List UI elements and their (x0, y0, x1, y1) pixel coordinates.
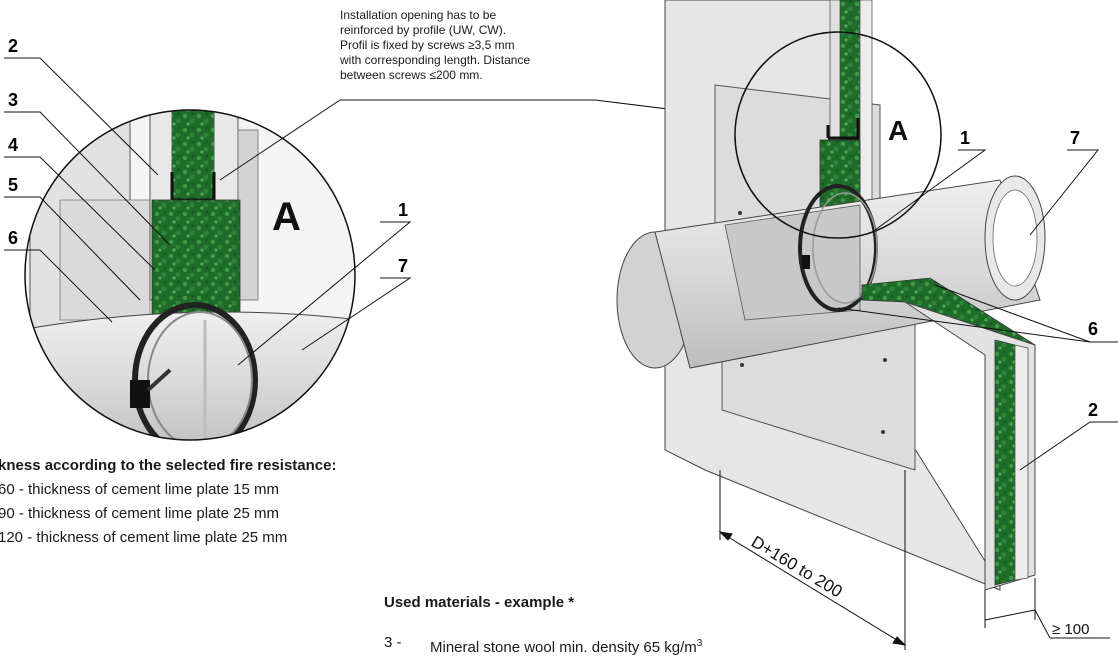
callout-line: between screws ≤200 mm. (340, 68, 483, 82)
detail-label-a: A (272, 195, 301, 239)
callout-text: Installation opening has to be reinforce… (340, 8, 640, 83)
thickness-line: 120 - thickness of cement lime plate 25 … (0, 529, 288, 546)
marker-2-left: 2 (8, 36, 18, 56)
detail-view-circle (24, 109, 356, 441)
main-detail-circle (734, 31, 942, 239)
callout-line: Installation opening has to be (340, 8, 497, 22)
thickness-section: kness according to the selected fire res… (0, 457, 560, 546)
dimension-depth (984, 578, 1110, 639)
materials-item-number: 3 - (384, 634, 402, 651)
marker-3-left: 3 (8, 90, 18, 110)
materials-item-text: Mineral stone wool min. density 65 kg/m (430, 639, 697, 656)
marker-7-main: 7 (1070, 128, 1080, 148)
marker-7-detail: 7 (398, 256, 408, 276)
thickness-title: kness according to the selected fire res… (0, 457, 337, 474)
dimension-width-label: D+160 to 200 (748, 532, 846, 601)
left-markers (4, 57, 412, 366)
callout-line: with corresponding length. Distance (340, 53, 531, 67)
main-label-a: A (888, 115, 908, 146)
materials-item: 3 - Mineral stone wool min. density 65 kg… (384, 634, 703, 656)
marker-2-main: 2 (1088, 400, 1098, 420)
callout-line: Profil is fixed by screws ≥3,5 mm (340, 38, 515, 52)
main-view (616, 0, 1046, 591)
marker-6-main: 6 (1088, 319, 1098, 339)
dimension-width (718, 470, 907, 650)
main-leaders (837, 149, 1118, 471)
materials-item-sup: 3 (696, 638, 703, 649)
marker-1-detail: 1 (398, 200, 408, 220)
thickness-line: 90 - thickness of cement lime plate 25 m… (0, 505, 279, 522)
materials-title: Used materials - example * (384, 594, 575, 611)
dimension-depth-label: ≥ 100 (1052, 621, 1089, 638)
marker-6-left: 6 (8, 228, 18, 248)
callout-line: reinforced by profile (UW, CW). (340, 23, 507, 37)
thickness-line: 60 - thickness of cement lime plate 15 m… (0, 481, 279, 498)
materials-section: Used materials - example * 3 - Mineral st… (384, 594, 944, 656)
marker-5-left: 5 (8, 175, 18, 195)
marker-4-left: 4 (8, 135, 18, 155)
marker-1-main: 1 (960, 128, 970, 148)
